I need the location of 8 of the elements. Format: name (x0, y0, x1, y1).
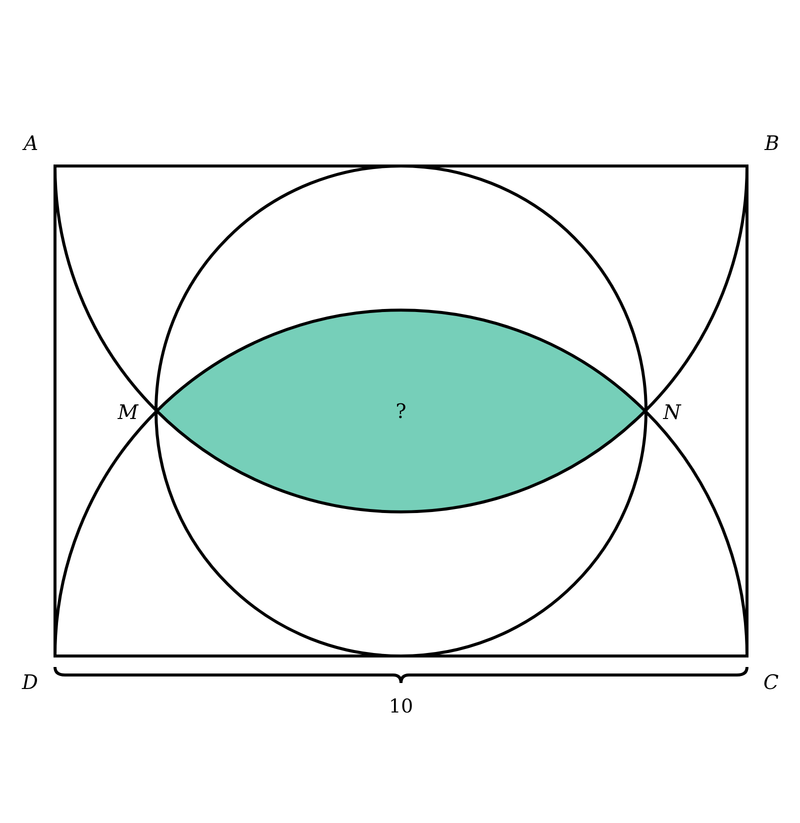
point-label: D (22, 672, 38, 692)
dimension-label: 10 (388, 698, 414, 716)
unknown-area-mark: ? (396, 401, 406, 421)
point-label: B (764, 133, 780, 153)
point-label: C (763, 672, 779, 692)
point-label: A (24, 133, 38, 153)
point-label: N (663, 402, 681, 422)
point-label: M (118, 402, 138, 422)
